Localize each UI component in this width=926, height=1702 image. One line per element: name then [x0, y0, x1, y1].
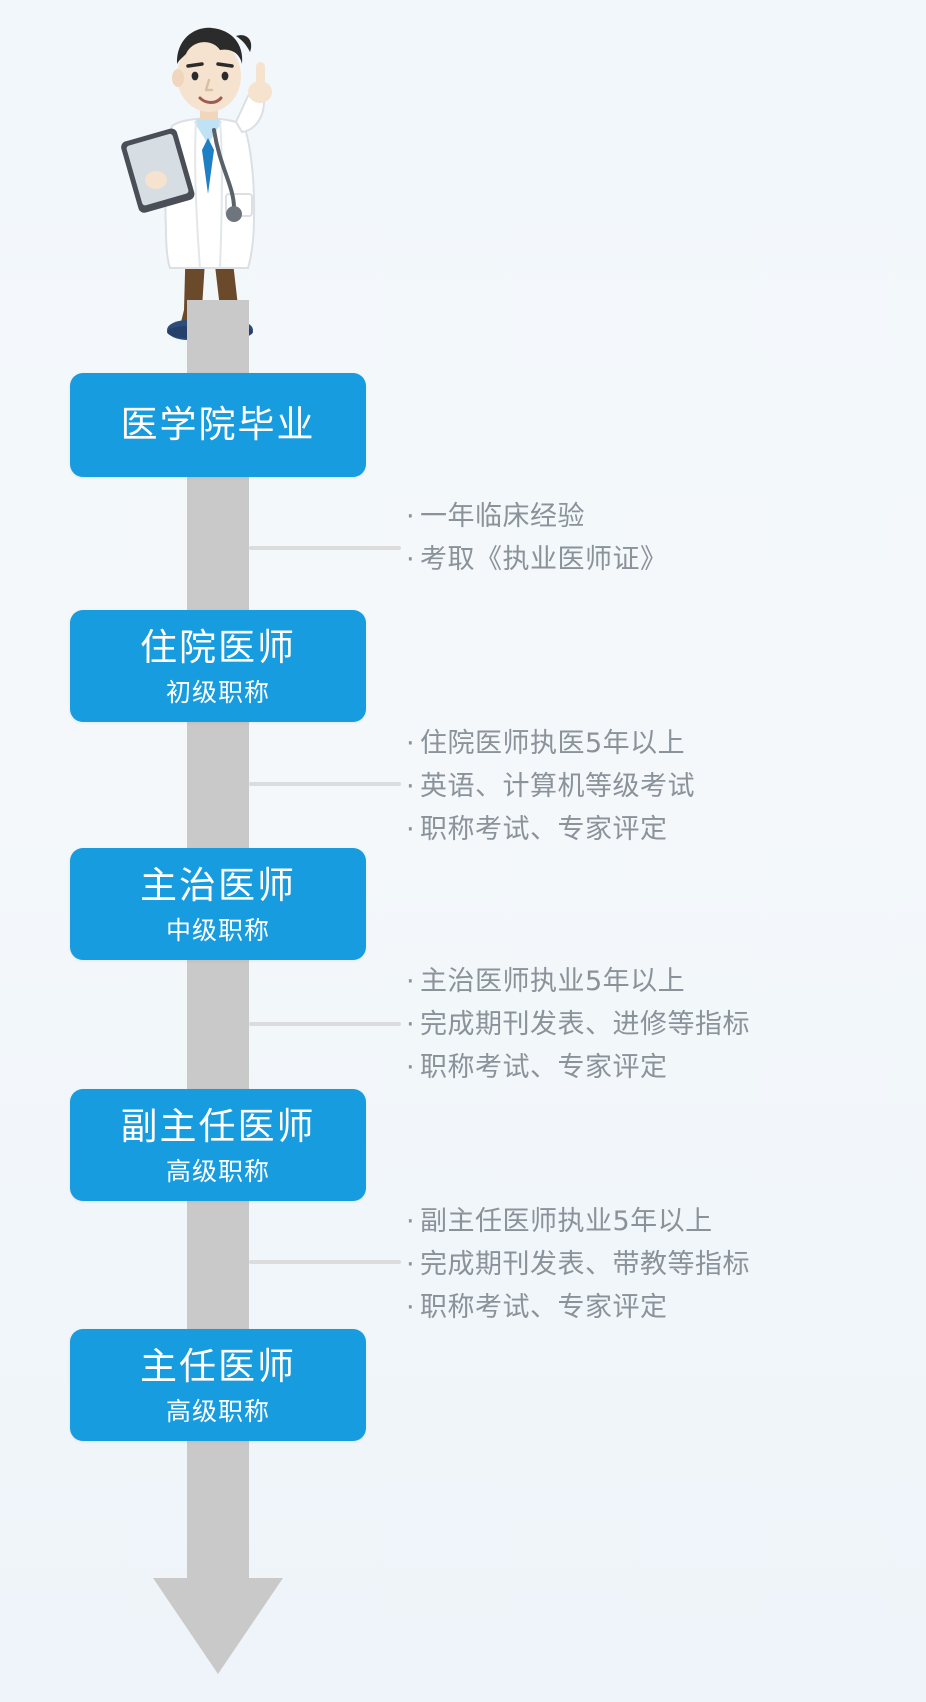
stage-card-subtitle: 高级职称 — [165, 1397, 270, 1427]
bullet-marker-icon: · — [406, 1292, 416, 1323]
stage-card-associate-chief-physician[interactable]: 副主任医师 高级职称 — [70, 1089, 366, 1201]
requirement-item: ·英语、计算机等级考试 — [406, 765, 695, 808]
requirement-group-3: ·主治医师执业5年以上 ·完成期刊发表、进修等指标 ·职称考试、专家评定 — [406, 960, 750, 1089]
stage-card-title: 副主任医师 — [120, 1104, 316, 1148]
requirement-group-2: ·住院医师执医5年以上 ·英语、计算机等级考试 ·职称考试、专家评定 — [406, 722, 695, 851]
requirement-text: 副主任医师执业5年以上 — [420, 1206, 713, 1237]
requirement-text: 住院医师执医5年以上 — [420, 728, 686, 759]
requirement-item: ·主治医师执业5年以上 — [406, 960, 750, 1003]
stage-card-title: 医学院毕业 — [120, 402, 316, 446]
requirement-item: ·副主任医师执业5年以上 — [406, 1200, 750, 1243]
bullet-marker-icon: · — [406, 814, 416, 845]
timeline-arrow-head-icon — [153, 1578, 283, 1674]
stage-card-attending-physician[interactable]: 主治医师 中级职称 — [70, 848, 366, 960]
requirement-text: 一年临床经验 — [420, 501, 585, 532]
bullet-marker-icon: · — [406, 771, 416, 802]
requirement-item: ·职称考试、专家评定 — [406, 1286, 750, 1329]
stage-card-chief-physician[interactable]: 主任医师 高级职称 — [70, 1329, 366, 1441]
bullet-marker-icon: · — [406, 544, 416, 575]
requirement-item: ·完成期刊发表、带教等指标 — [406, 1243, 750, 1286]
requirement-item: ·职称考试、专家评定 — [406, 808, 695, 851]
bullet-marker-icon: · — [406, 728, 416, 759]
requirement-group-4: ·副主任医师执业5年以上 ·完成期刊发表、带教等指标 ·职称考试、专家评定 — [406, 1200, 750, 1329]
stage-card-subtitle: 中级职称 — [165, 916, 270, 946]
requirement-group-1: ·一年临床经验 ·考取《执业医师证》 — [406, 495, 668, 581]
stage-card-title: 住院医师 — [140, 625, 296, 669]
bullet-marker-icon: · — [406, 1009, 416, 1040]
stage-card-subtitle: 初级职称 — [165, 678, 270, 708]
requirement-item: ·住院医师执医5年以上 — [406, 722, 695, 765]
requirement-text: 职称考试、专家评定 — [420, 1052, 668, 1083]
bullet-marker-icon: · — [406, 1052, 416, 1083]
requirement-text: 考取《执业医师证》 — [420, 544, 668, 575]
bullet-marker-icon: · — [406, 1206, 416, 1237]
connector-line — [249, 1022, 401, 1026]
bullet-marker-icon: · — [406, 966, 416, 997]
bullet-marker-icon: · — [406, 501, 416, 532]
connector-line — [249, 546, 401, 550]
bullet-marker-icon: · — [406, 1249, 416, 1280]
stage-card-title: 主治医师 — [140, 863, 296, 907]
stage-card-medical-school-graduation[interactable]: 医学院毕业 — [70, 373, 366, 477]
stage-card-subtitle: 高级职称 — [165, 1157, 270, 1187]
stage-card-title: 主任医师 — [140, 1344, 296, 1388]
requirement-text: 完成期刊发表、进修等指标 — [420, 1009, 750, 1040]
connector-line — [249, 782, 401, 786]
requirement-item: ·职称考试、专家评定 — [406, 1046, 750, 1089]
requirement-text: 英语、计算机等级考试 — [420, 771, 695, 802]
stage-card-resident-physician[interactable]: 住院医师 初级职称 — [70, 610, 366, 722]
requirement-text: 主治医师执业5年以上 — [420, 966, 686, 997]
requirement-item: ·完成期刊发表、进修等指标 — [406, 1003, 750, 1046]
requirement-item: ·一年临床经验 — [406, 495, 668, 538]
requirement-text: 完成期刊发表、带教等指标 — [420, 1249, 750, 1280]
doctor-illustration — [108, 18, 308, 348]
requirement-item: ·考取《执业医师证》 — [406, 538, 668, 581]
doctor-illustration-svg — [121, 27, 272, 340]
requirement-text: 职称考试、专家评定 — [420, 1292, 668, 1323]
requirement-text: 职称考试、专家评定 — [420, 814, 668, 845]
connector-line — [249, 1260, 401, 1264]
